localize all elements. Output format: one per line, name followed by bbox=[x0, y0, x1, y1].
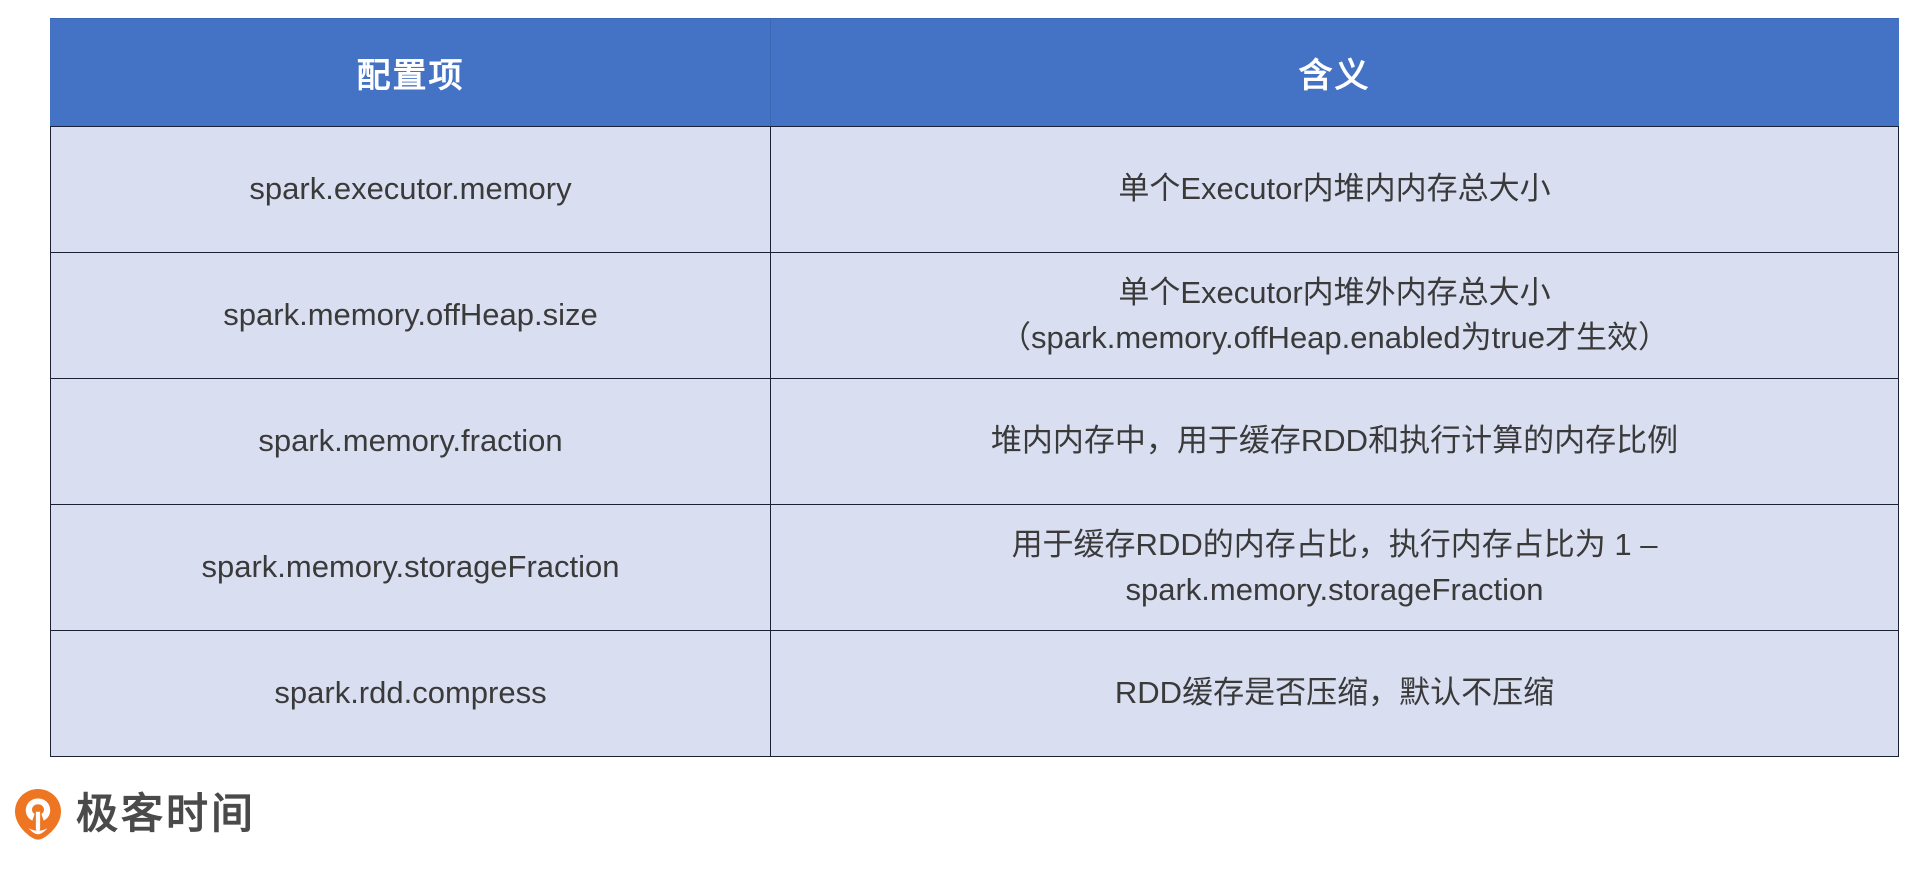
cell-config-meaning: 单个Executor内堆外内存总大小 （spark.memory.offHeap… bbox=[770, 252, 1899, 379]
cell-meaning-line: （spark.memory.offHeap.enabled为true才生效） bbox=[999, 319, 1670, 355]
cell-meaning-line: 用于缓存RDD的内存占比，执行内存占比为 1 – bbox=[1011, 527, 1658, 563]
cell-meaning-line: spark.memory.storageFraction bbox=[1125, 571, 1544, 607]
cell-meaning-line: RDD缓存是否压缩，默认不压缩 bbox=[1114, 675, 1555, 711]
table-header-row: 配置项 含义 bbox=[50, 18, 1899, 127]
cell-config-meaning: 单个Executor内堆内内存总大小 bbox=[770, 126, 1899, 253]
column-header-config: 配置项 bbox=[50, 18, 771, 127]
cell-config-name: spark.rdd.compress bbox=[50, 630, 771, 757]
cell-meaning-line: 堆内内存中，用于缓存RDD和执行计算的内存比例 bbox=[990, 423, 1679, 459]
column-header-meaning: 含义 bbox=[770, 18, 1899, 127]
cell-config-name: spark.memory.storageFraction bbox=[50, 504, 771, 631]
cell-config-name: spark.memory.fraction bbox=[50, 378, 771, 505]
cell-config-name: spark.memory.offHeap.size bbox=[50, 252, 771, 379]
table-body: spark.executor.memory 单个Executor内堆内内存总大小… bbox=[50, 126, 1899, 757]
cell-meaning-line: 单个Executor内堆内内存总大小 bbox=[1118, 171, 1551, 207]
brand-name: 极客时间 bbox=[76, 789, 257, 838]
footer-brand-logo: 极客时间 bbox=[14, 788, 256, 840]
spark-memory-config-table: 配置项 含义 spark.executor.memory 单个Executor内… bbox=[50, 18, 1899, 757]
cell-meaning-line: 单个Executor内堆外内存总大小 bbox=[1118, 275, 1551, 311]
geektime-pin-icon bbox=[14, 788, 62, 840]
cell-config-meaning: RDD缓存是否压缩，默认不压缩 bbox=[770, 630, 1899, 757]
cell-config-meaning: 用于缓存RDD的内存占比，执行内存占比为 1 – spark.memory.st… bbox=[770, 504, 1899, 631]
cell-config-name: spark.executor.memory bbox=[50, 126, 771, 253]
cell-config-meaning: 堆内内存中，用于缓存RDD和执行计算的内存比例 bbox=[770, 378, 1899, 505]
table-row: spark.executor.memory 单个Executor内堆内内存总大小 bbox=[50, 126, 1899, 253]
table-row: spark.memory.fraction 堆内内存中，用于缓存RDD和执行计算… bbox=[50, 378, 1899, 505]
table-row: spark.memory.storageFraction 用于缓存RDD的内存占… bbox=[50, 504, 1899, 631]
table-row: spark.memory.offHeap.size 单个Executor内堆外内… bbox=[50, 252, 1899, 379]
table-row: spark.rdd.compress RDD缓存是否压缩，默认不压缩 bbox=[50, 630, 1899, 757]
table-header: 配置项 含义 bbox=[50, 18, 1899, 127]
